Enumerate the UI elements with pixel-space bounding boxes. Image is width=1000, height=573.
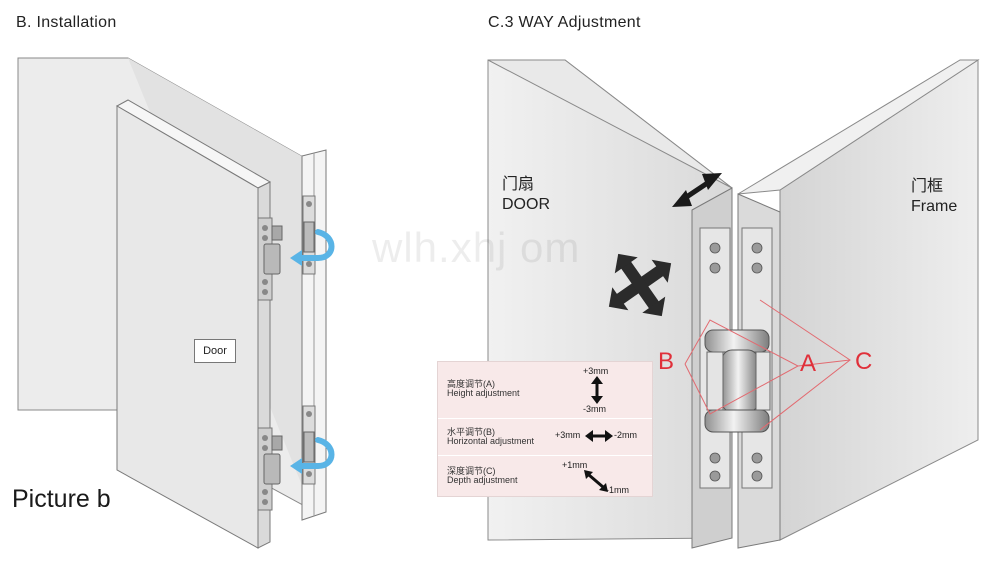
label-c: C: [855, 348, 873, 375]
insert-arrow-bottom-icon: [290, 437, 335, 474]
legend-row-horizontal: 水平调节(B) Horizontal adjustment +3mm -2mm: [438, 418, 652, 455]
watermark: wlh.xhj om: [372, 224, 581, 271]
legend-row-depth: 深度调节(C) Depth adjustment +1mm -1mm: [438, 455, 652, 497]
frame-panel-top: [737, 59, 980, 195]
hinge-leaf-frame: [755, 351, 771, 411]
label-a: A: [800, 350, 817, 377]
horizontal-arrow-icon: [672, 173, 722, 207]
door-hinge-top: [257, 217, 283, 301]
legend-horizontal-minus: -2mm: [614, 430, 637, 440]
door-panel-top: [487, 59, 733, 189]
mounting-screws: [709, 242, 763, 482]
installation-title: B. Installation: [16, 14, 117, 31]
insert-arrow-top-icon: [290, 229, 335, 266]
frame-label-en: Frame: [911, 198, 958, 215]
diagonal-arrow-icon: [584, 470, 608, 492]
legend-horizontal-plus: +3mm: [555, 430, 581, 440]
horizontal-double-arrow-icon: [585, 430, 613, 442]
hinge-bottom-knuckle: [704, 409, 770, 433]
legend-horizontal-cn: 水平调节(B): [447, 427, 495, 437]
four-way-arrow-icon: [608, 253, 672, 317]
adjustment-title: C.3 WAY Adjustment: [488, 14, 641, 31]
door-label-cn: 门扇: [502, 176, 535, 193]
legend-row-height: 高度调节(A) Height adjustment +3mm -3mm: [438, 362, 652, 414]
legend-height-en: Height adjustment: [447, 388, 520, 398]
frame-hinge-bottom: [302, 405, 316, 485]
vertical-arrow-icon: [591, 376, 603, 404]
picture-label: Picture b: [12, 485, 111, 513]
label-b: B: [658, 348, 675, 375]
adjustment-legend: 高度调节(A) Height adjustment +3mm -3mm 水平调节…: [437, 361, 653, 497]
legend-horizontal-en: Horizontal adjustment: [447, 436, 535, 446]
legend-depth-cn: 深度调节(C): [447, 466, 496, 476]
legend-height-cn: 高度调节(A): [447, 379, 495, 389]
legend-depth-plus: +1mm: [562, 460, 588, 470]
door-hinge-bottom: [257, 427, 283, 511]
door-label: Door: [194, 339, 236, 363]
hinge-leaf-door: [706, 351, 724, 411]
legend-height-plus: +3mm: [583, 366, 609, 376]
frame-label-cn: 门框: [911, 178, 944, 195]
installation-diagram: [17, 57, 335, 549]
legend-depth-minus: -1mm: [606, 485, 629, 495]
legend-height-minus: -3mm: [583, 404, 606, 414]
hinge-barrel: [721, 349, 759, 413]
door-label-en: DOOR: [502, 196, 550, 213]
hinge-top-knuckle: [704, 329, 770, 353]
frame-panel-right: [779, 59, 979, 541]
legend-depth-en: Depth adjustment: [447, 475, 518, 485]
adjustment-guide-lines: [684, 299, 851, 431]
frame-hinge-top: [302, 195, 316, 275]
